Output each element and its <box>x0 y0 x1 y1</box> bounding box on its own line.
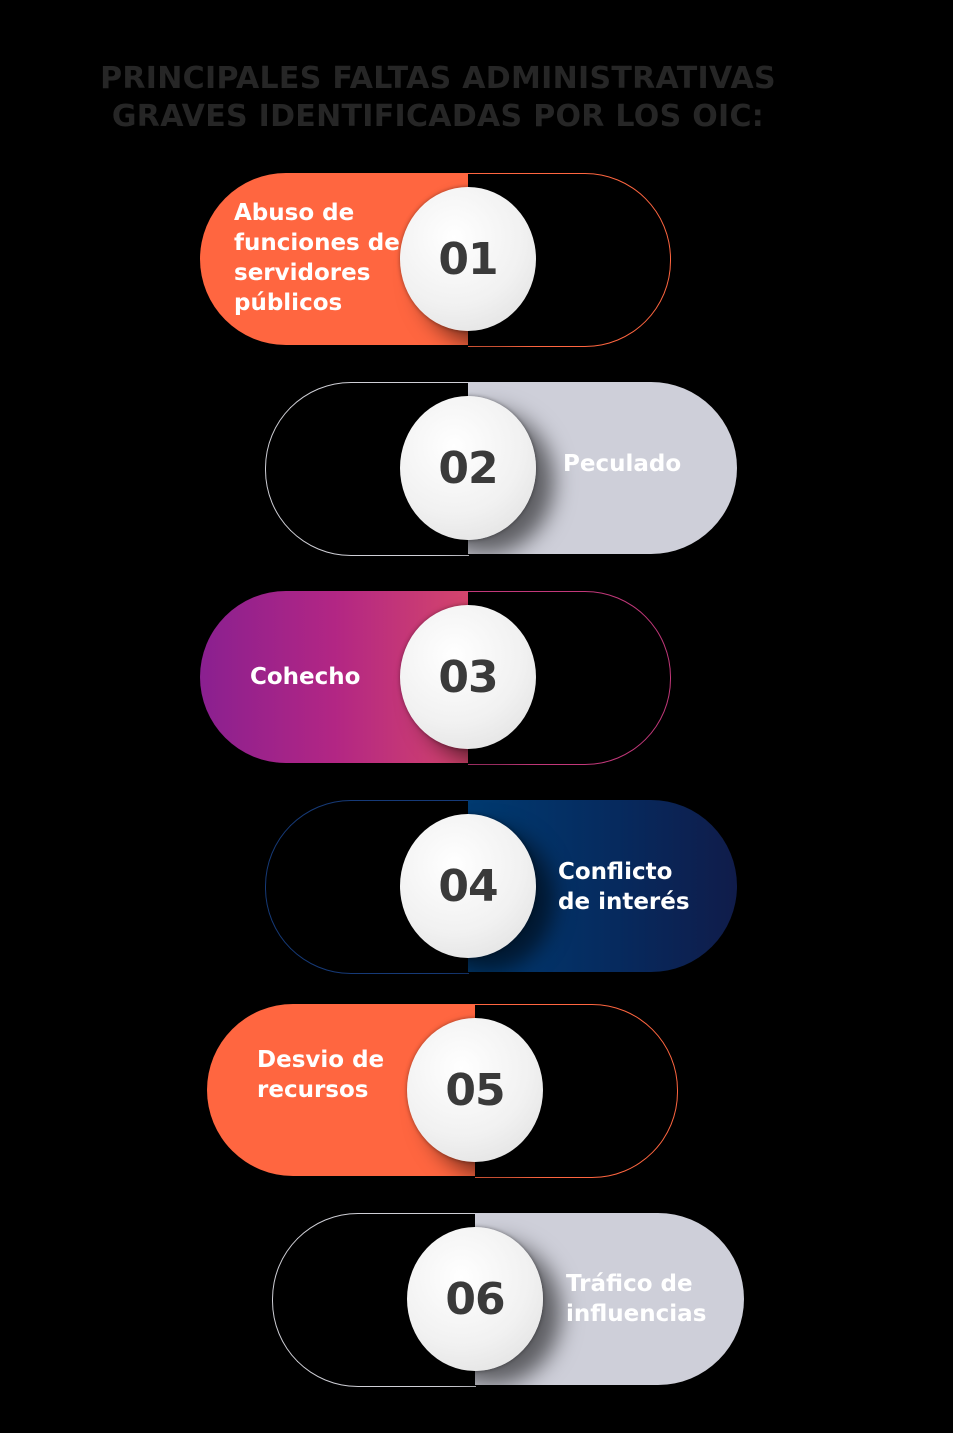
item-number: 05 <box>445 1064 505 1116</box>
item-label: Cohecho <box>250 591 400 763</box>
list-item-06: 06 Tráfico de influencias <box>272 1213 744 1387</box>
item-label: Peculado <box>563 382 723 546</box>
number-badge: 02 <box>400 396 536 540</box>
item-label-line: públicos <box>234 290 343 316</box>
item-label-line: servidores <box>234 260 371 286</box>
number-badge: 01 <box>400 187 536 331</box>
item-label-line: Tráfico de <box>566 1271 693 1297</box>
item-label-line: funciones de <box>234 230 400 256</box>
item-label: Conflicto de interés <box>558 800 728 974</box>
item-label-line: influencias <box>566 1301 707 1327</box>
item-label-line: de interés <box>558 889 690 915</box>
page-title: PRINCIPALES FALTAS ADMINISTRATIVAS GRAVE… <box>0 60 876 136</box>
item-label-line: Desvio de <box>257 1047 385 1073</box>
item-outline-panel <box>468 173 671 347</box>
item-label-line: Conflicto <box>558 859 673 885</box>
list-item-03: Cohecho 03 <box>200 591 672 765</box>
item-label-line: Peculado <box>563 451 682 477</box>
item-label: Tráfico de influencias <box>566 1213 736 1385</box>
number-badge: 04 <box>400 814 536 958</box>
item-outline-panel <box>265 382 469 556</box>
list-item-04: 04 Conflicto de interés <box>265 800 737 974</box>
item-number: 03 <box>438 651 498 703</box>
item-number: 01 <box>438 233 498 285</box>
item-label-line: Abuso de <box>234 200 355 226</box>
title-line-1: PRINCIPALES FALTAS ADMINISTRATIVAS <box>100 61 776 96</box>
number-badge: 03 <box>400 605 536 749</box>
item-number: 02 <box>438 442 498 494</box>
item-outline-panel <box>468 591 671 765</box>
number-badge: 05 <box>407 1018 543 1162</box>
list-item-01: Abuso de funciones de servidores público… <box>200 173 672 347</box>
item-number: 06 <box>445 1273 505 1325</box>
item-label-line: Cohecho <box>250 664 361 690</box>
number-badge: 06 <box>407 1227 543 1371</box>
item-label: Desvio de recursos <box>257 1040 407 1110</box>
item-label-line: recursos <box>257 1077 369 1103</box>
title-line-2: GRAVES IDENTIFICADAS POR LOS OIC: <box>111 99 765 134</box>
item-outline-panel <box>265 800 469 974</box>
item-outline-panel <box>475 1004 678 1178</box>
item-label: Abuso de funciones de servidores público… <box>234 198 404 318</box>
item-number: 04 <box>438 860 498 912</box>
item-outline-panel <box>272 1213 476 1387</box>
list-item-05: Desvio de recursos 05 <box>207 1004 679 1178</box>
list-item-02: 02 Peculado <box>265 382 737 556</box>
